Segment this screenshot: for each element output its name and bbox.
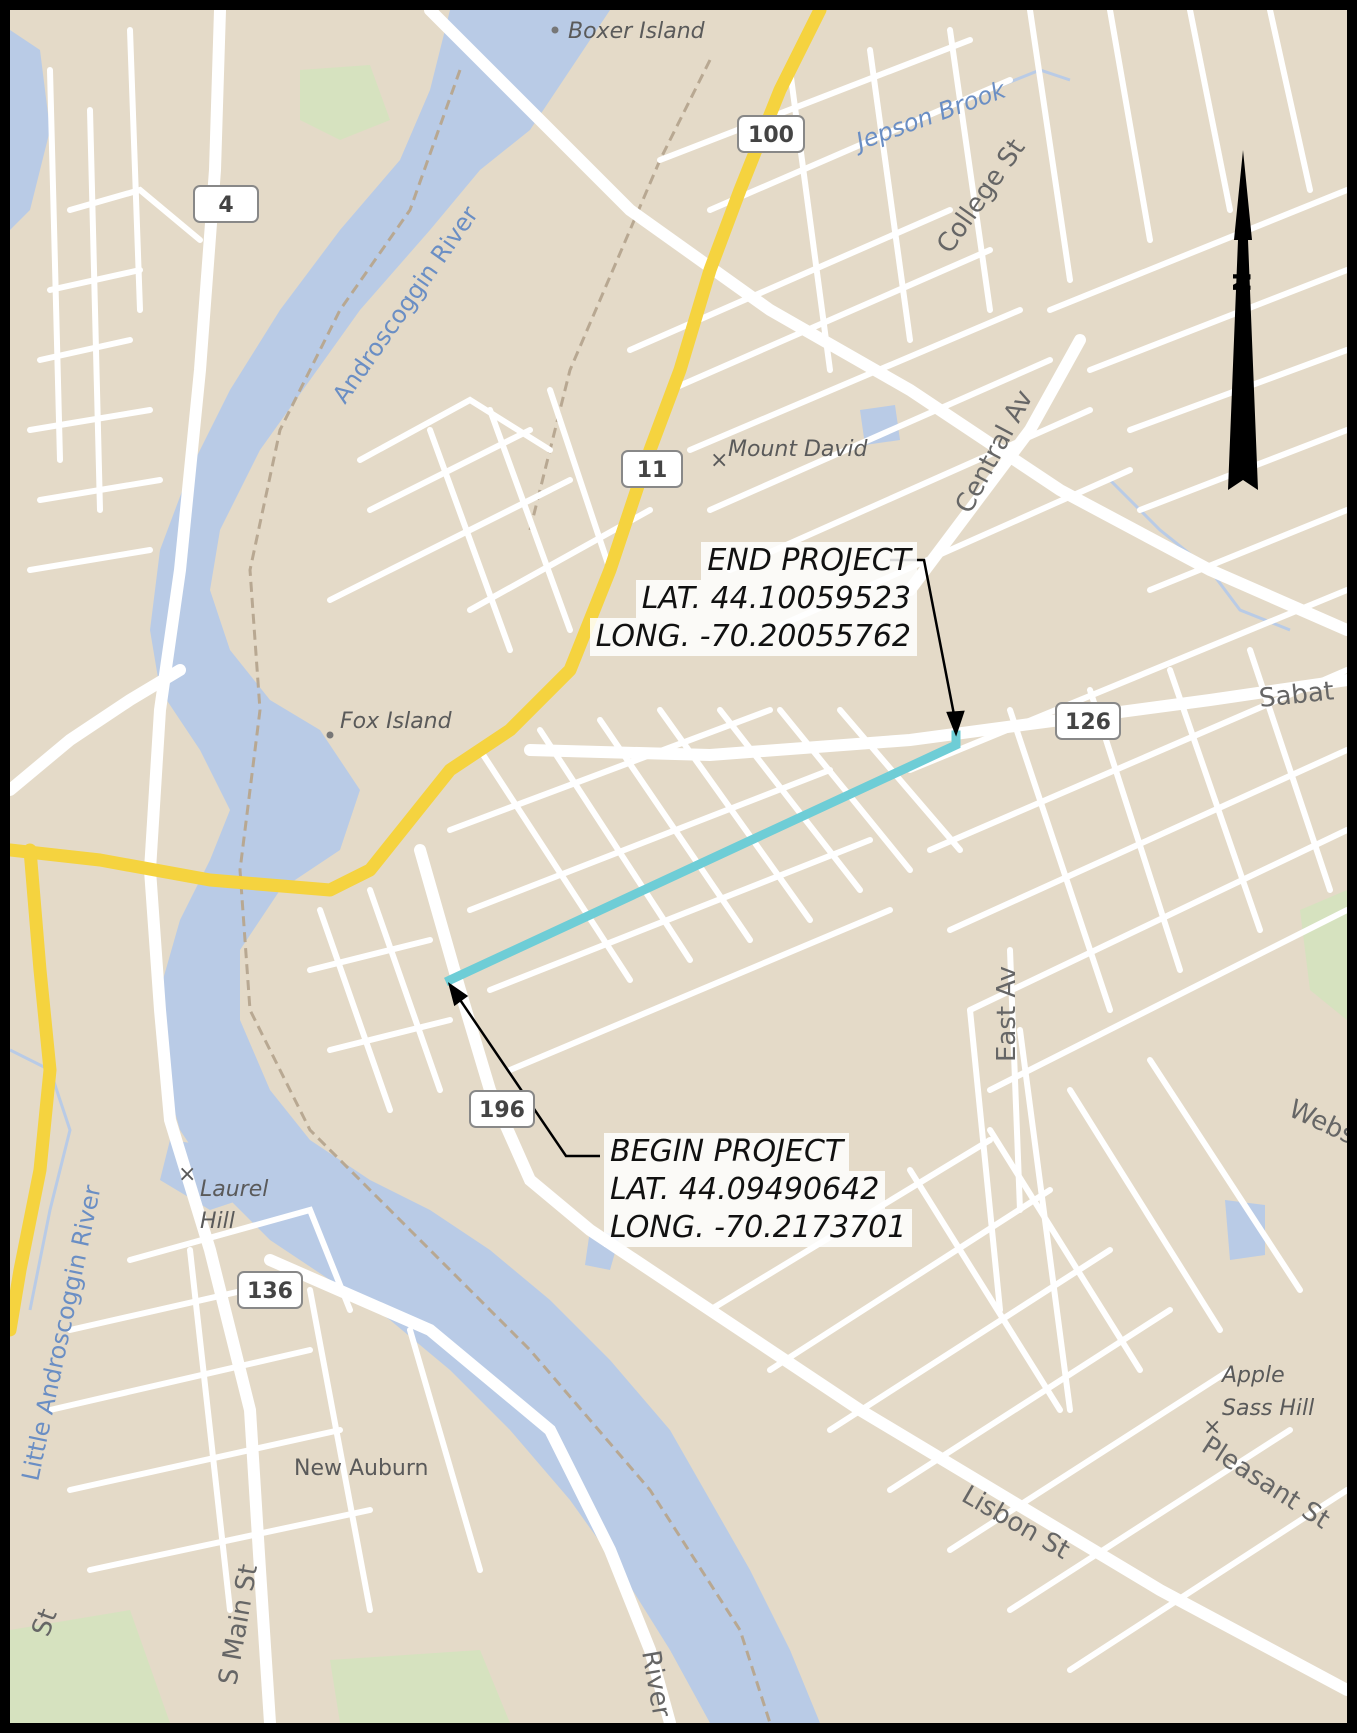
route-shield-196: 196 <box>469 1090 535 1128</box>
label-mount-david: Mount David <box>728 437 869 462</box>
begin-project-lat: LAT. 44.09490642 <box>604 1171 886 1209</box>
route-shield-4: 4 <box>193 185 259 223</box>
north-label: N <box>1227 272 1255 292</box>
begin-project-annotation: BEGIN PROJECT LAT. 44.09490642 LONG. -70… <box>604 1133 913 1247</box>
major-roads <box>10 10 1347 1723</box>
svg-text:×: × <box>178 1162 196 1187</box>
svg-text:4: 4 <box>218 193 233 218</box>
label-hill: Hill <box>200 1209 235 1234</box>
begin-arrowhead <box>447 982 469 1007</box>
route-shield-126: 126 <box>1055 702 1121 740</box>
end-arrowhead <box>946 710 965 737</box>
svg-text:100: 100 <box>748 123 794 148</box>
route-shield-100: 100 <box>737 115 805 153</box>
route-shield-136: 136 <box>237 1271 303 1309</box>
svg-text:126: 126 <box>1065 710 1111 735</box>
label-sass-hill: Sass Hill <box>1222 1396 1314 1421</box>
route-shield-11: 11 <box>621 450 683 488</box>
map-canvas[interactable]: 100 4 11 126 196 136 Boxer Island Jepson… <box>10 10 1347 1723</box>
label-east-av: East Av <box>992 966 1022 1062</box>
end-project-long: LONG. -70.20055762 <box>589 618 917 656</box>
end-project-annotation: END PROJECT LAT. 44.10059523 LONG. -70.2… <box>589 542 917 656</box>
end-project-lat: LAT. 44.10059523 <box>635 580 917 618</box>
begin-project-title: BEGIN PROJECT <box>604 1133 850 1171</box>
end-project-title: END PROJECT <box>701 542 917 580</box>
label-fox-island: Fox Island <box>340 709 453 734</box>
label-apple: Apple <box>1220 1363 1285 1388</box>
label-new-auburn: New Auburn <box>294 1456 428 1481</box>
north-arrow: N <box>1227 150 1258 490</box>
label-boxer-island: Boxer Island <box>568 19 706 44</box>
svg-text:×: × <box>710 448 728 473</box>
svg-text:×: × <box>1203 1415 1221 1440</box>
highway <box>10 10 827 1337</box>
park-areas <box>10 65 1347 1723</box>
begin-project-long: LONG. -70.2173701 <box>604 1209 913 1247</box>
svg-text:136: 136 <box>247 1279 293 1304</box>
label-laurel: Laurel <box>200 1177 268 1202</box>
project-route[interactable] <box>444 730 961 986</box>
svg-text:196: 196 <box>479 1098 525 1123</box>
svg-text:11: 11 <box>637 458 668 483</box>
